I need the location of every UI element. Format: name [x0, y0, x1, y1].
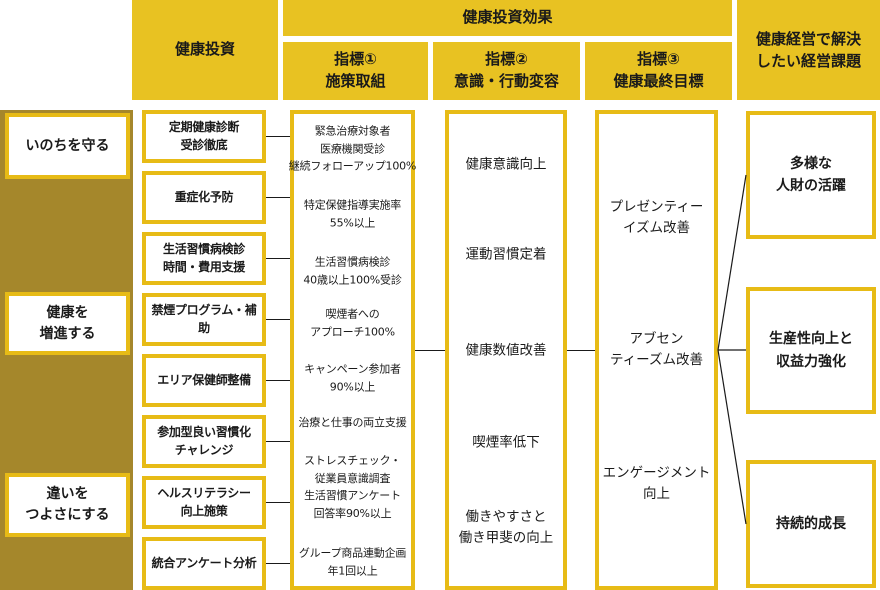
issue-box-productivity-profitability: 生産性向上と 収益力強化	[746, 287, 876, 414]
header-indicator3-final-health-goals: 指標③ 健康最終目標	[585, 42, 732, 100]
indicator2-item-health-values: 健康数値改善	[465, 342, 547, 359]
indicator3-item-engagement: エンゲージメント 向上	[602, 465, 711, 502]
connector-line	[266, 319, 290, 320]
header-indicator2-awareness-behavior: 指標② 意識・行動変容	[433, 42, 580, 100]
investment-box-area-nurses: エリア保健師整備	[142, 354, 266, 407]
investment-box-habit-challenge: 参加型良い習慣化 チャレンジ	[142, 415, 266, 468]
indicator1-item-group-product-plan: グループ商品連動企画 年1回以上	[298, 546, 407, 577]
connector-line-panel1-panel2	[415, 350, 445, 351]
header-indicator1-initiatives: 指標① 施策取組	[283, 42, 428, 100]
header-investment-effect: 健康投資効果	[283, 0, 732, 36]
investment-box-integrated-survey: 統合アンケート分析	[142, 537, 266, 590]
indicator1-item-guidance-rate: 特定保健指導実施率 55%以上	[303, 198, 402, 229]
indicator1-item-work-treatment-balance: 治療と仕事の両立支援	[298, 416, 407, 430]
indicator3-item-absenteeism: アブセン ティーズム改善	[609, 331, 703, 368]
indicator2-item-smoking-rate: 喫煙率低下	[472, 434, 540, 451]
connector-line	[266, 441, 290, 442]
indicator2-panel	[445, 110, 567, 590]
header-health-investment: 健康投資	[132, 0, 278, 100]
connector-line	[266, 380, 290, 381]
connector-line	[266, 258, 290, 259]
investment-box-lifestyle-screening-support: 生活習慣病検診 時間・費用支援	[142, 232, 266, 285]
connector-line-panel2-panel3	[567, 350, 595, 351]
theme-box-strength-from-difference: 違いを つよさにする	[5, 473, 130, 537]
indicator1-item-campaign-participation: キャンペーン参加者 90%以上	[304, 362, 401, 393]
indicator2-item-exercise-habit: 運動習慣定着	[465, 246, 547, 263]
indicator1-item-lifestyle-screening: 生活習慣病検診 40歳以上100%受診	[303, 255, 402, 286]
connector-fan-lines	[717, 174, 747, 525]
investment-box-checkup: 定期健康診断 受診徹底	[142, 110, 266, 163]
indicator1-panel	[290, 110, 415, 590]
indicator1-item-stress-check-survey: ストレスチェック・ 従業員意識調査 生活習慣アンケート 回答率90%以上	[304, 453, 401, 520]
connector-line	[266, 136, 290, 137]
theme-box-promote-health: 健康を 増進する	[5, 292, 130, 355]
connector-line	[266, 197, 290, 198]
investment-box-severity-prevention: 重症化予防	[142, 171, 266, 224]
indicator3-panel	[595, 110, 718, 590]
indicator1-item-smoker-approach: 喫煙者への アプローチ100%	[310, 307, 395, 338]
connector-line	[266, 563, 290, 564]
connector-line	[266, 502, 290, 503]
theme-box-protect-life: いのちを守る	[5, 113, 130, 179]
indicator2-item-health-awareness: 健康意識向上	[465, 156, 547, 173]
investment-box-no-smoking-program: 禁煙プログラム・補助	[142, 293, 266, 346]
investment-box-health-literacy: ヘルスリテラシー 向上施策	[142, 476, 266, 529]
indicator2-item-workability: 働きやすさと 働き甲斐の向上	[458, 509, 554, 546]
issue-box-sustainable-growth: 持続的成長	[746, 460, 876, 588]
issue-box-diverse-talent: 多様な 人財の活躍	[746, 111, 876, 239]
indicator3-item-presenteeism: プレゼンティー イズム改善	[609, 199, 704, 236]
header-management-issues: 健康経営で解決 したい経営課題	[737, 0, 880, 100]
indicator1-item-emergency-followup: 緊急治療対象者 医療機関受診 継続フォローアップ100%	[288, 124, 417, 173]
